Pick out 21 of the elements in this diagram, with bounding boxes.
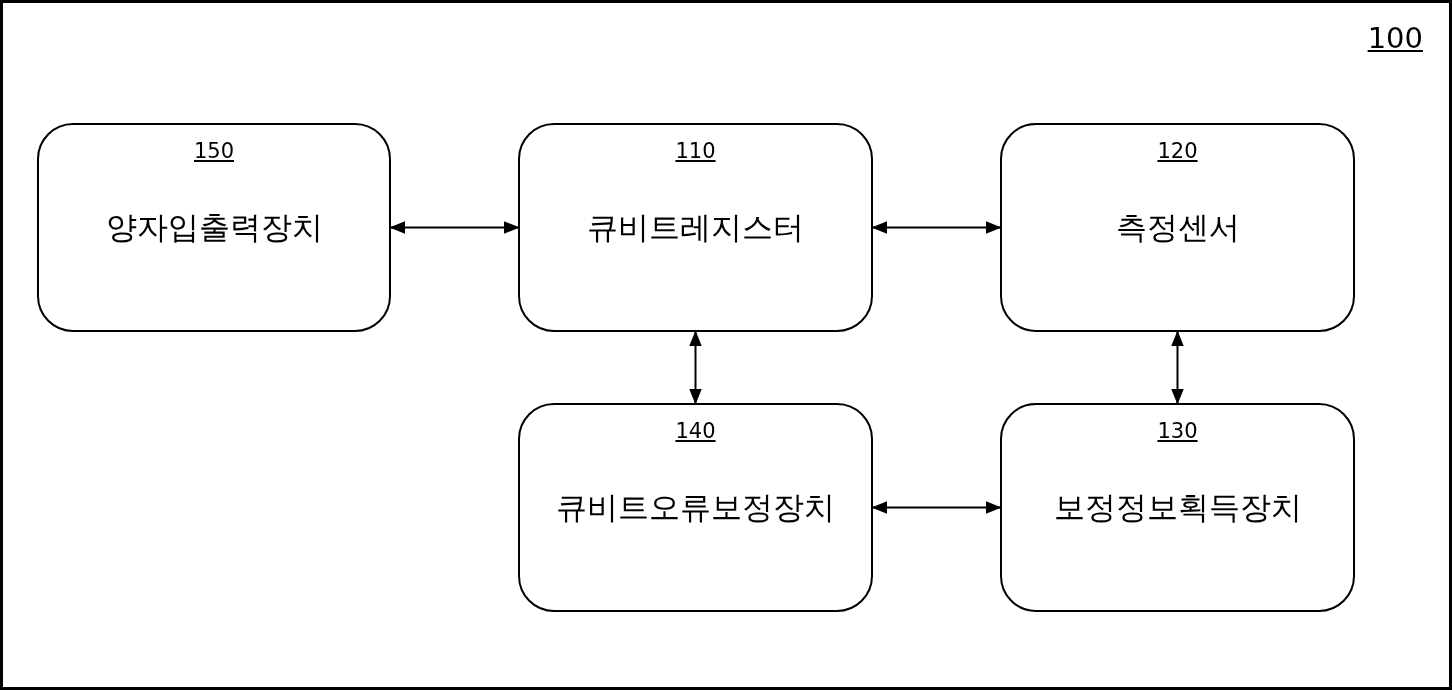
double-arrow xyxy=(1171,330,1184,405)
reference-number: 140 xyxy=(674,419,717,443)
reference-number: 100 xyxy=(1367,21,1423,55)
double-arrow xyxy=(689,330,702,405)
process-box xyxy=(518,403,873,612)
reference-number: 150 xyxy=(192,139,236,163)
process-box xyxy=(518,123,873,332)
double-arrow xyxy=(871,501,1002,514)
reference-number: 130 xyxy=(1156,419,1199,443)
box-label: 큐비트오류보정장치 xyxy=(555,488,836,527)
double-arrow xyxy=(389,221,520,234)
process-box xyxy=(1000,123,1355,332)
box-label: 보정정보획득장치 xyxy=(1052,488,1303,527)
process-box xyxy=(1000,403,1355,612)
box-label: 큐비트레지스터 xyxy=(586,208,805,247)
double-arrow xyxy=(871,221,1002,234)
box-label: 측정센서 xyxy=(1114,208,1241,247)
box-label: 양자입출력장치 xyxy=(104,208,324,247)
reference-number: 120 xyxy=(1156,139,1199,163)
reference-number: 110 xyxy=(674,139,717,163)
process-box xyxy=(37,123,391,332)
